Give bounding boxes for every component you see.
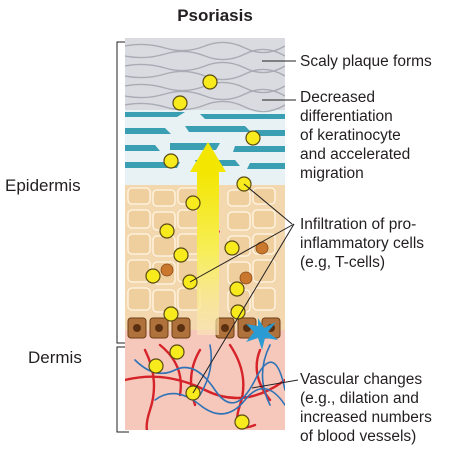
callout-line: increased numbers [300,408,432,427]
dermis-label: Dermis [28,348,82,368]
callout-line: Infiltration of pro- [300,215,424,234]
callout-line: Decreased [300,88,410,107]
callout-differentiation: Decreased differentiation of keratinocyt… [300,88,410,183]
epidermis-label: Epidermis [5,176,81,196]
callout-line: differentiation [300,107,410,126]
callout-line: (e.g., dilation and [300,389,432,408]
callout-line: of blood vessels) [300,427,432,446]
callout-vascular: Vascular changes (e.g., dilation and inc… [300,370,432,446]
callout-line: and accelerated [300,145,410,164]
scale-layer [125,38,285,110]
callout-infiltration: Infiltration of pro- inflammatory cells … [300,215,424,272]
callout-scaly-plaque: Scaly plaque forms [300,52,432,71]
callout-line: inflammatory cells [300,234,424,253]
callout-line: (e.g, T-cells) [300,253,424,272]
callout-line: of keratinocyte [300,126,410,145]
callout-line: Vascular changes [300,370,432,389]
callout-line: migration [300,164,410,183]
